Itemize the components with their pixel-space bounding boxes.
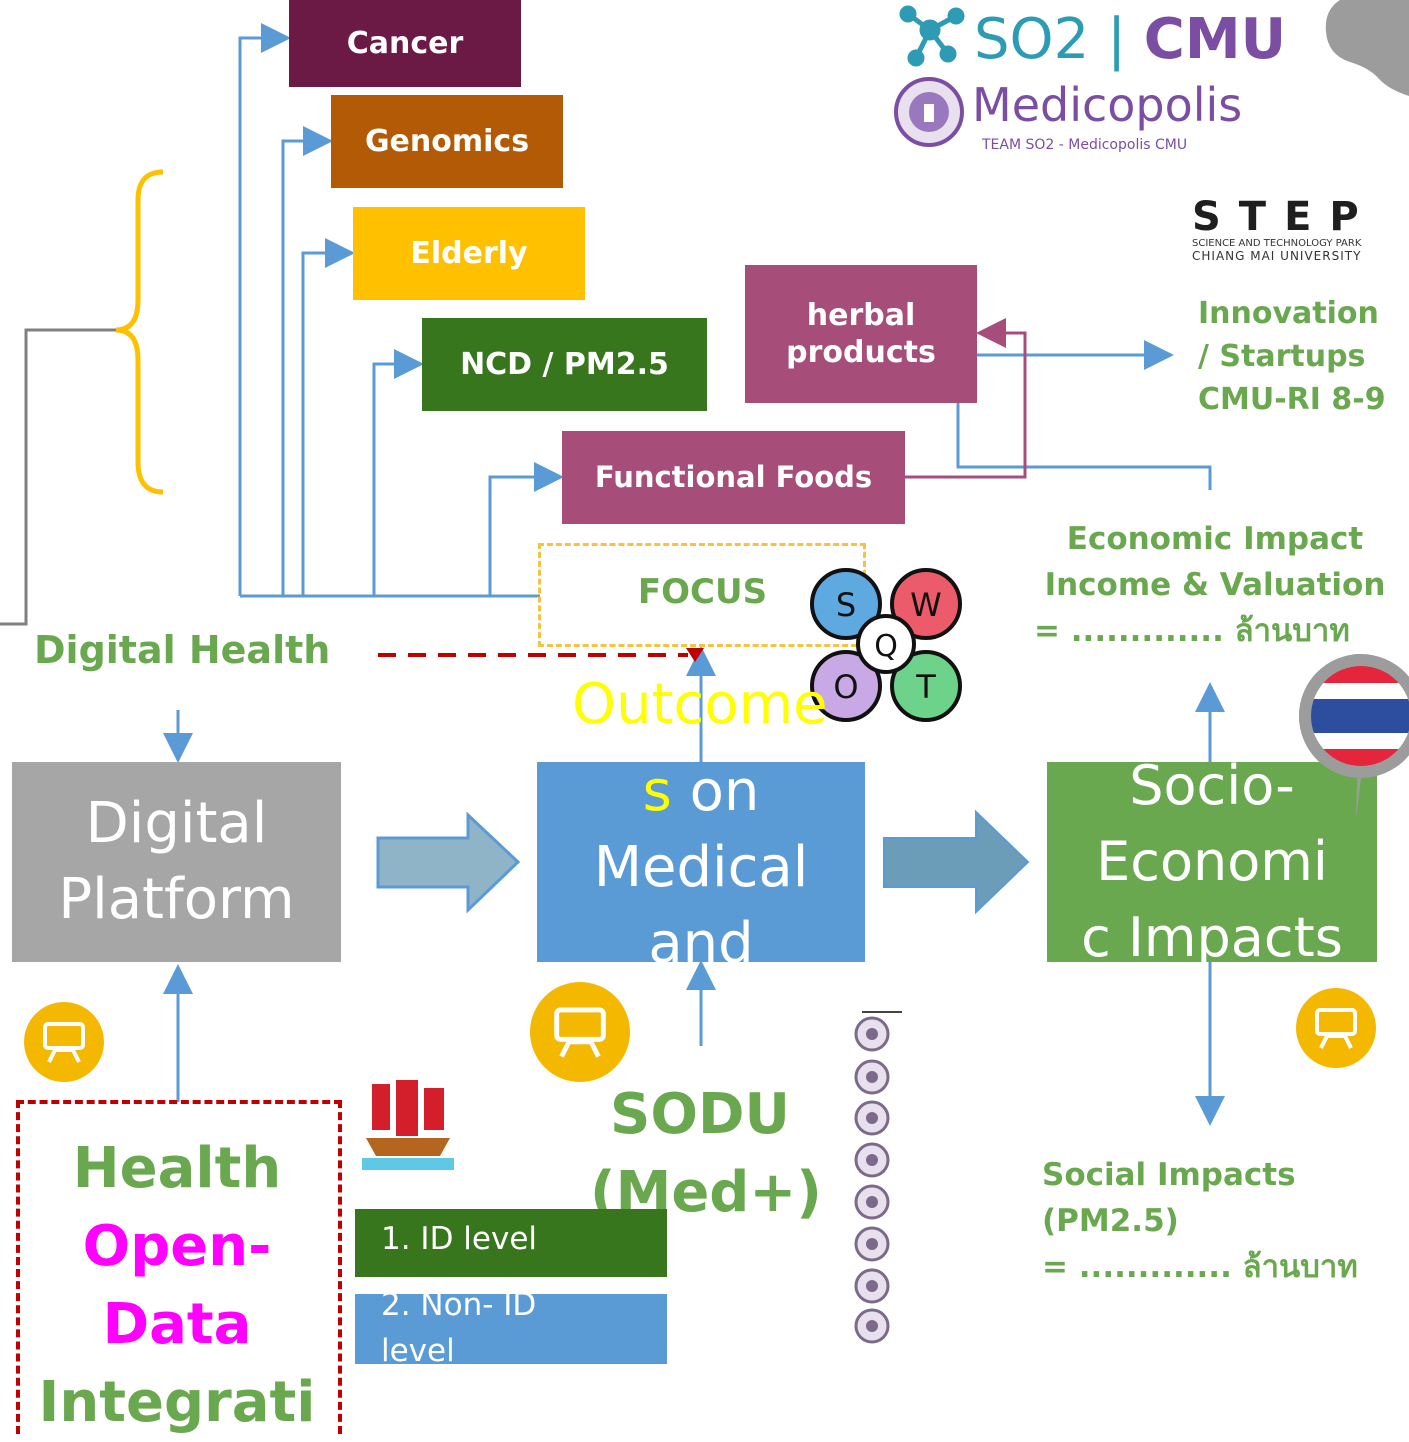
team-so2-caption: TEAM SO2 - Medicopolis CMU [982, 137, 1188, 153]
swot-letter-o: O [833, 668, 858, 706]
id-level-label: 1. ID level [381, 1221, 538, 1257]
swot-letter-w: W [910, 586, 942, 624]
category-ncd: NCD / PM2.5 [422, 318, 707, 411]
category-brace [115, 169, 164, 495]
innovation-line1: Innovation [1198, 296, 1379, 331]
medical-s-letter: s [642, 762, 672, 824]
big-arrow-1 [376, 811, 521, 914]
medicopolis-text: Medicopolis [972, 78, 1243, 132]
innovation-line3: CMU-RI 8-9 [1198, 382, 1386, 417]
non-id-level-box: 2. Non- ID level [355, 1294, 667, 1364]
health-line3: Data [102, 1292, 252, 1357]
big-arrow-2 [883, 809, 1030, 915]
innovation-text: Innovation / Startups CMU-RI 8-9 [1198, 292, 1386, 421]
medicopolis-seal-icon [894, 77, 964, 147]
step-logo-sub1: SCIENCE AND TECHNOLOGY PARK [1192, 238, 1362, 249]
economic-line3: = ............. ล้านบาท [1034, 613, 1350, 649]
touch-screen-icon [530, 982, 630, 1082]
faculty-seals-icon [854, 1011, 902, 1344]
non-id-level-label: 2. Non- ID level [381, 1294, 537, 1364]
category-functional-foods: Functional Foods [562, 431, 905, 524]
so2-separator: | [1107, 7, 1126, 72]
health-line2: Open- [82, 1214, 272, 1279]
foods-to-herbal-line [905, 318, 1027, 479]
health-line4: Integrati [38, 1370, 316, 1435]
economic-impact: Economic Impact Income & Valuation = ...… [1030, 516, 1400, 654]
category-genomics: Genomics [331, 95, 563, 188]
category-herbal-label: herbal products [786, 297, 936, 371]
social-line1: Social Impacts [1042, 1157, 1296, 1193]
thai-flag-pin-icon [1299, 654, 1409, 820]
so2-text: SO2 [974, 7, 1090, 72]
category-elderly: Elderly [353, 207, 585, 300]
category-genomics-label: Genomics [364, 123, 530, 159]
step-logo-text: STEP [1192, 196, 1377, 240]
cmu-text: CMU [1143, 7, 1287, 72]
molecule-icon [899, 5, 965, 67]
digital-platform-label: Digital Platform [58, 791, 295, 932]
swot-icon: S W O T Q [810, 568, 962, 722]
social-line3: = ............. ล้านบาท [1042, 1249, 1358, 1285]
touch-screen-icon [1296, 988, 1376, 1068]
social-line2: (PM2.5) [1042, 1203, 1179, 1239]
social-impacts: Social Impacts (PM2.5) = ............. ล… [1042, 1152, 1358, 1290]
category-herbal: herbal products [745, 265, 977, 403]
focus-label: FOCUS [637, 572, 768, 612]
bracket-link-line [0, 328, 118, 626]
economic-title: Economic Impact [1066, 521, 1364, 557]
health-open-data-box [16, 1100, 342, 1434]
digital-health-label: Digital Health [34, 628, 331, 672]
health-line1: Health [72, 1136, 282, 1201]
socio-economic-label: Socio- Economi c Impacts [1081, 762, 1343, 962]
step-logo-sub2: CHIANG MAI UNIVERSITY [1192, 249, 1362, 263]
swot-center: Q [874, 629, 898, 664]
map-blob-shape [1325, 0, 1409, 96]
medical-outcomes-text: s on Medical and [537, 762, 865, 962]
digital-platform-box: Digital Platform [12, 762, 341, 962]
category-functional-foods-label: Functional Foods [594, 460, 873, 495]
swot-letter-s: S [836, 586, 856, 624]
touch-screen-icon [24, 1002, 104, 1082]
category-cancer: Cancer [289, 0, 521, 87]
so2-cmu-logo: SO2 | CMU [974, 8, 1286, 72]
connector-lines [0, 23, 1225, 1126]
innovation-line2: / Startups [1198, 339, 1366, 374]
sodu-label: SODU (Med+) [590, 1076, 822, 1232]
category-elderly-label: Elderly [410, 235, 528, 271]
outcome-overlay-text: Outcome [572, 672, 828, 737]
swot-letter-t: T [915, 668, 936, 706]
medical-rest-label: on Medical and [593, 762, 809, 962]
category-ncd-label: NCD / PM2.5 [460, 346, 669, 382]
id-level-box: 1. ID level [355, 1209, 667, 1277]
step-logo: STEP SCIENCE AND TECHNOLOGY PARK CHIANG … [1192, 196, 1409, 266]
sodu-line1: SODU [610, 1082, 790, 1147]
economic-line2: Income & Valuation [1044, 567, 1386, 603]
health-open-data-text: Health Open- Data Integrati [20, 1130, 334, 1442]
category-cancer-label: Cancer [346, 25, 464, 61]
medical-outcomes-box: s on Medical and [537, 762, 865, 962]
socio-economic-box: Socio- Economi c Impacts [1047, 762, 1377, 962]
junk-ship-icon [362, 1080, 454, 1170]
